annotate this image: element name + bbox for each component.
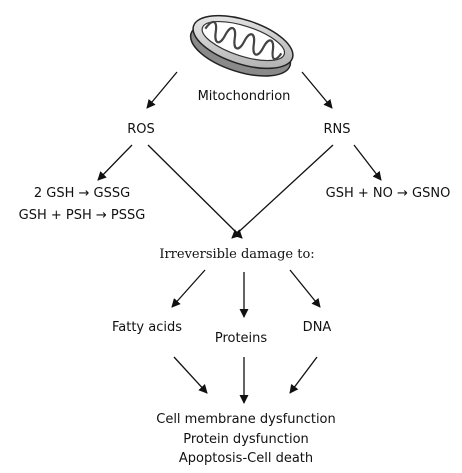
arrow-fatty-acids-to-outcomes [173, 356, 208, 394]
arrow-rns-to-damage [231, 144, 334, 239]
rns-label: RNS [323, 122, 351, 137]
target-proteins: Proteins [214, 331, 268, 346]
outcome-apoptosis-cell-death: Apoptosis-Cell death [178, 451, 314, 466]
arrow-mito-to-ros [146, 71, 178, 109]
damage-heading: Irreversible damage to: [159, 247, 315, 262]
ros-reaction-gssg: 2 GSH → GSSG [33, 186, 131, 201]
ros-reaction-pssg: GSH + PSH → PSSG [18, 208, 146, 223]
arrow-mito-to-rns [301, 71, 333, 109]
arrow-dna-to-outcomes [289, 356, 318, 394]
mitochondrion-label: Mitochondrion [197, 89, 291, 104]
arrow-damage-to-dna [289, 269, 321, 308]
arrows [97, 71, 382, 404]
ros-label: ROS [127, 122, 155, 137]
arrow-damage-to-fatty-acids [171, 269, 206, 308]
outcome-cell-membrane-dysfunction: Cell membrane dysfunction [156, 412, 336, 427]
outcome-protein-dysfunction: Protein dysfunction [183, 432, 309, 447]
mitochondrion-icon [189, 14, 294, 77]
rns-reaction-gsno: GSH + NO → GSNO [325, 186, 451, 201]
arrow-ros-to-damage [147, 144, 243, 239]
arrow-ros-to-reactions [97, 144, 133, 181]
arrow-rns-to-reaction [353, 144, 382, 181]
target-fatty-acids: Fatty acids [111, 320, 183, 335]
target-dna: DNA [302, 320, 332, 335]
